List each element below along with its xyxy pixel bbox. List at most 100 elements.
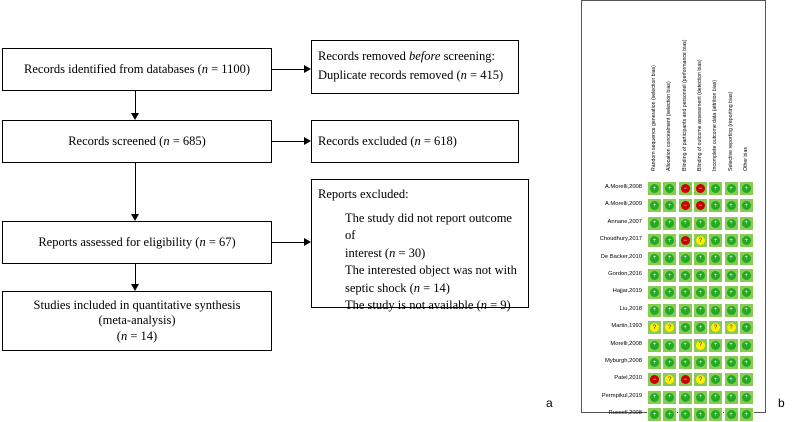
rating-cell: + (723, 372, 739, 388)
box-reports-excluded: Reports excluded: The study did not repo… (311, 179, 529, 312)
rating-cell: + (738, 285, 754, 301)
rating-cell: + (692, 250, 708, 266)
connector-assessed-to-included (135, 264, 136, 284)
rating-cell: + (723, 181, 739, 196)
rating-cell: + (692, 355, 708, 370)
rating-cell: + (738, 215, 754, 231)
rating-cell: + (647, 215, 662, 231)
rating-cell: + (708, 337, 724, 353)
rating-low-icon: + (726, 288, 736, 298)
arrowhead-icon (304, 238, 311, 246)
rating-low-icon: + (665, 201, 675, 211)
rating-cell: − (677, 181, 693, 196)
rating-low-icon: + (741, 392, 751, 402)
rating-cell: ? (647, 320, 662, 336)
arrowhead-icon (131, 214, 139, 221)
rating-cell: + (677, 320, 693, 336)
rating-cell: + (677, 337, 693, 353)
domain-header: Other bias (742, 147, 749, 171)
rating-low-icon: + (741, 288, 751, 298)
rating-low-icon: + (711, 305, 721, 315)
rating-low-icon: + (650, 305, 659, 315)
rating-high-icon: − (650, 375, 659, 385)
rating-low-icon: + (665, 184, 675, 193)
rating-low-icon: + (711, 271, 721, 280)
box-records-removed: Records removed before screening: Duplic… (311, 40, 519, 94)
rating-unclear-icon: ? (726, 323, 736, 333)
rating-cell: + (708, 372, 724, 388)
rating-low-icon: + (726, 375, 736, 385)
box-reports-assessed: Reports assessed for eligibility (n = 67… (2, 221, 272, 264)
rating-cell: + (662, 215, 678, 231)
rating-low-icon: + (711, 358, 721, 367)
study-label: Russell,2008 (608, 410, 642, 417)
rating-low-icon: + (711, 392, 721, 402)
rating-cell: + (723, 337, 739, 353)
rating-cell: + (647, 337, 662, 353)
arrowhead-icon (304, 65, 311, 73)
rating-cell: + (662, 285, 678, 301)
rating-cell: + (647, 389, 662, 405)
rating-cell: + (692, 302, 708, 318)
study-label: A.Morelli,2009 (604, 201, 642, 208)
rating-cell: + (662, 233, 678, 249)
rating-cell: + (723, 198, 739, 214)
rating-low-icon: + (680, 305, 690, 315)
rating-cell: + (662, 198, 678, 214)
risk-of-bias-summary: Random sequence generation (selection bi… (581, 0, 766, 422)
rating-low-icon: + (650, 271, 659, 280)
rating-cell: + (647, 268, 662, 283)
rating-cell: + (708, 215, 724, 231)
rating-low-icon: + (695, 358, 705, 367)
rating-low-icon: + (680, 392, 690, 402)
rating-cell: − (647, 372, 662, 388)
rating-cell: + (708, 181, 724, 196)
rating-low-icon: + (741, 184, 751, 193)
rating-cell: + (677, 285, 693, 301)
box-records-identified: Records identified from databases (n = 1… (2, 48, 272, 91)
rating-high-icon: − (680, 201, 690, 211)
rating-cell: + (677, 250, 693, 266)
rating-cell: − (677, 372, 693, 388)
rating-unclear-icon: ? (665, 323, 675, 333)
rating-low-icon: + (695, 271, 705, 280)
rating-cell: + (662, 250, 678, 266)
rating-cell: + (723, 233, 739, 249)
rating-cell: + (662, 389, 678, 405)
rating-cell: − (692, 181, 708, 196)
domain-header: Selective reporting (reporting bias) (727, 91, 734, 171)
rating-cell: + (647, 198, 662, 214)
box-studies-included: Studies included in quantitative synthes… (2, 291, 272, 351)
rating-low-icon: + (695, 253, 705, 263)
rating-cell: + (662, 355, 678, 370)
panel-label-a: a (546, 396, 553, 410)
rating-low-icon: + (726, 201, 736, 211)
rating-low-icon: + (650, 340, 659, 350)
rating-low-icon: + (695, 392, 705, 402)
arrowhead-icon (131, 284, 139, 291)
rating-low-icon: + (665, 271, 675, 280)
rating-cell: + (662, 337, 678, 353)
connector-assessed-to-reports-excluded (272, 242, 304, 243)
rating-low-icon: + (726, 392, 736, 402)
rating-low-icon: + (741, 340, 751, 350)
domain-header: Allocation concealment (selection bias) (666, 81, 673, 171)
domain-header: Incomplete outcome data (attrition bias) (712, 79, 719, 171)
rating-cell: + (692, 320, 708, 336)
rating-low-icon: + (665, 392, 675, 402)
rating-low-icon: + (711, 218, 721, 228)
rating-low-icon: + (741, 375, 751, 385)
rating-cell: + (647, 285, 662, 301)
rating-cell: + (677, 302, 693, 318)
study-label: Patel,2010 (614, 375, 642, 382)
rating-low-icon: + (695, 288, 705, 298)
rating-low-icon: + (726, 271, 736, 280)
rating-low-icon: + (711, 236, 721, 246)
rating-low-icon: + (695, 218, 705, 228)
domain-header: Random sequence generation (selection bi… (651, 65, 657, 171)
rating-low-icon: + (726, 218, 736, 228)
rating-low-icon: + (680, 340, 690, 350)
rating-low-icon: + (711, 375, 721, 385)
rating-low-icon: + (650, 288, 659, 298)
rating-low-icon: + (711, 340, 721, 350)
